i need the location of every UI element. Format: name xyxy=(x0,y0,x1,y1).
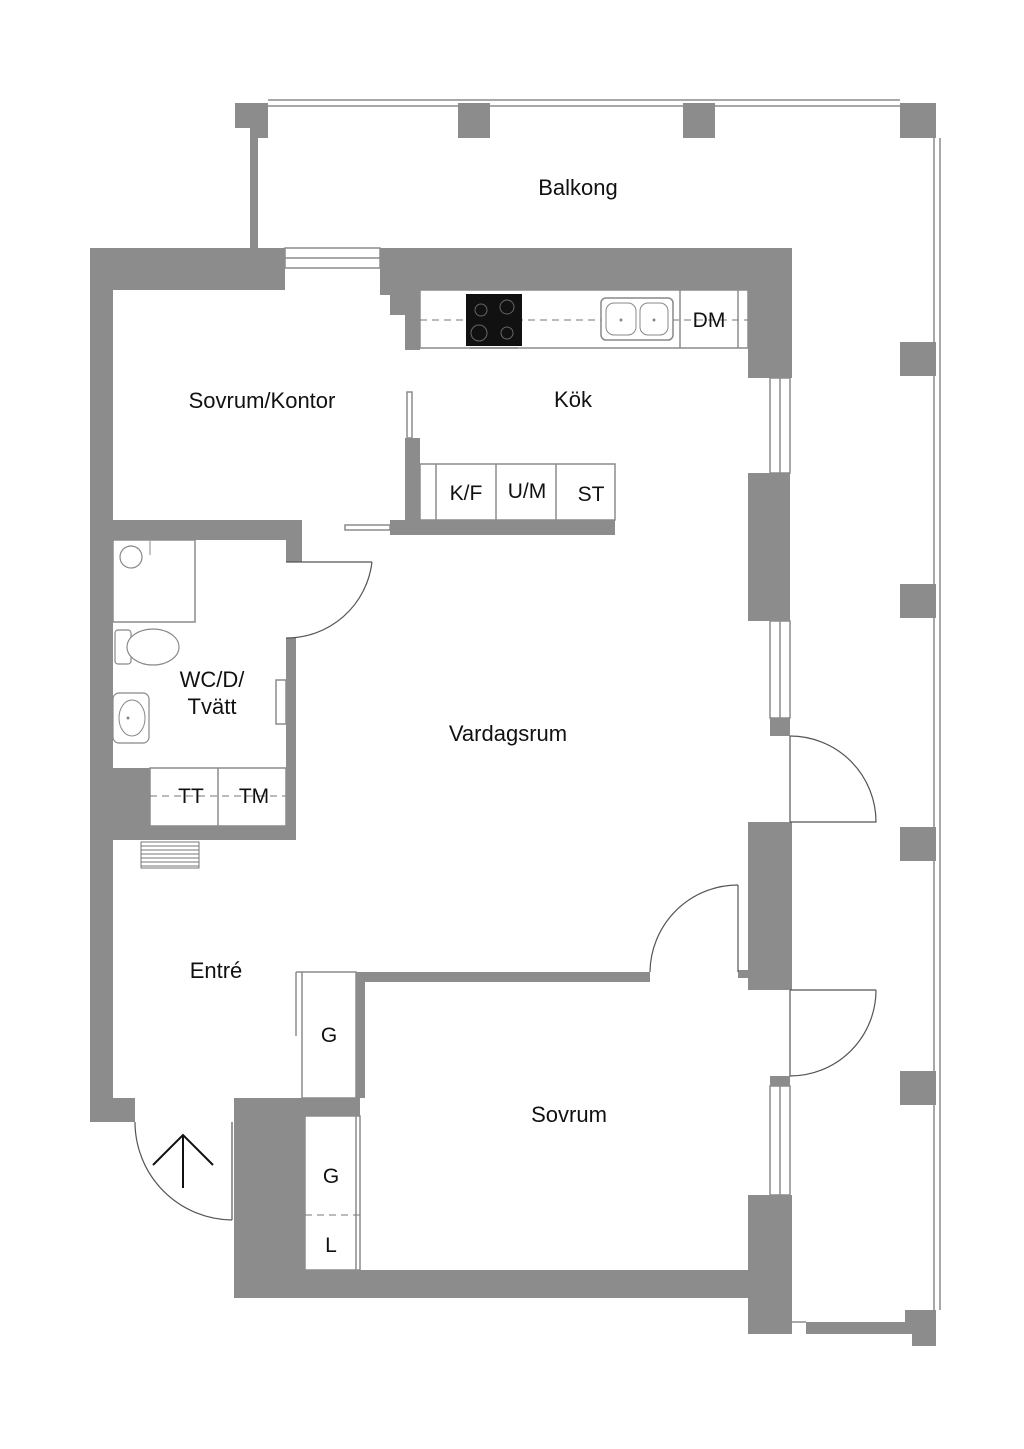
room-sovrum-kontor: Sovrum/Kontor xyxy=(189,388,336,413)
label-st: ST xyxy=(578,483,605,506)
toilet-icon xyxy=(114,628,180,666)
sink-icon xyxy=(600,297,674,341)
label-g2: G xyxy=(323,1165,339,1188)
bathroom-fixtures: TT TM xyxy=(112,539,287,827)
stove-icon xyxy=(466,294,522,349)
label-um: U/M xyxy=(508,480,547,503)
kitchen-island: K/F U/M ST xyxy=(419,463,616,521)
room-wc-line1: WC/D/ xyxy=(180,667,246,692)
balcony xyxy=(235,99,941,1346)
walls xyxy=(90,248,792,1334)
label-kf: K/F xyxy=(450,482,483,505)
washbasin-icon xyxy=(112,692,150,744)
shower-icon xyxy=(119,541,151,569)
room-balkong: Balkong xyxy=(538,175,618,200)
label-l: L xyxy=(325,1234,337,1257)
label-tt: TT xyxy=(178,785,204,808)
room-labels: Balkong Sovrum/Kontor Kök WC/D/ Tvätt Va… xyxy=(180,175,618,1127)
label-tm: TM xyxy=(239,785,269,808)
room-vardagsrum: Vardagsrum xyxy=(449,721,567,746)
radiator-icon xyxy=(140,841,200,869)
label-g1: G xyxy=(321,1024,337,1047)
room-entre: Entré xyxy=(190,958,243,983)
room-wc-line2: Tvätt xyxy=(188,694,237,719)
room-sovrum: Sovrum xyxy=(531,1102,607,1127)
kitchen-counter: DM xyxy=(419,289,749,349)
windows xyxy=(284,247,806,1323)
room-kok: Kök xyxy=(554,387,593,412)
label-dm: DM xyxy=(693,309,726,332)
wardrobes: G G L xyxy=(295,971,361,1271)
entrance-arrow-icon xyxy=(152,1133,214,1188)
doors xyxy=(134,391,877,1221)
